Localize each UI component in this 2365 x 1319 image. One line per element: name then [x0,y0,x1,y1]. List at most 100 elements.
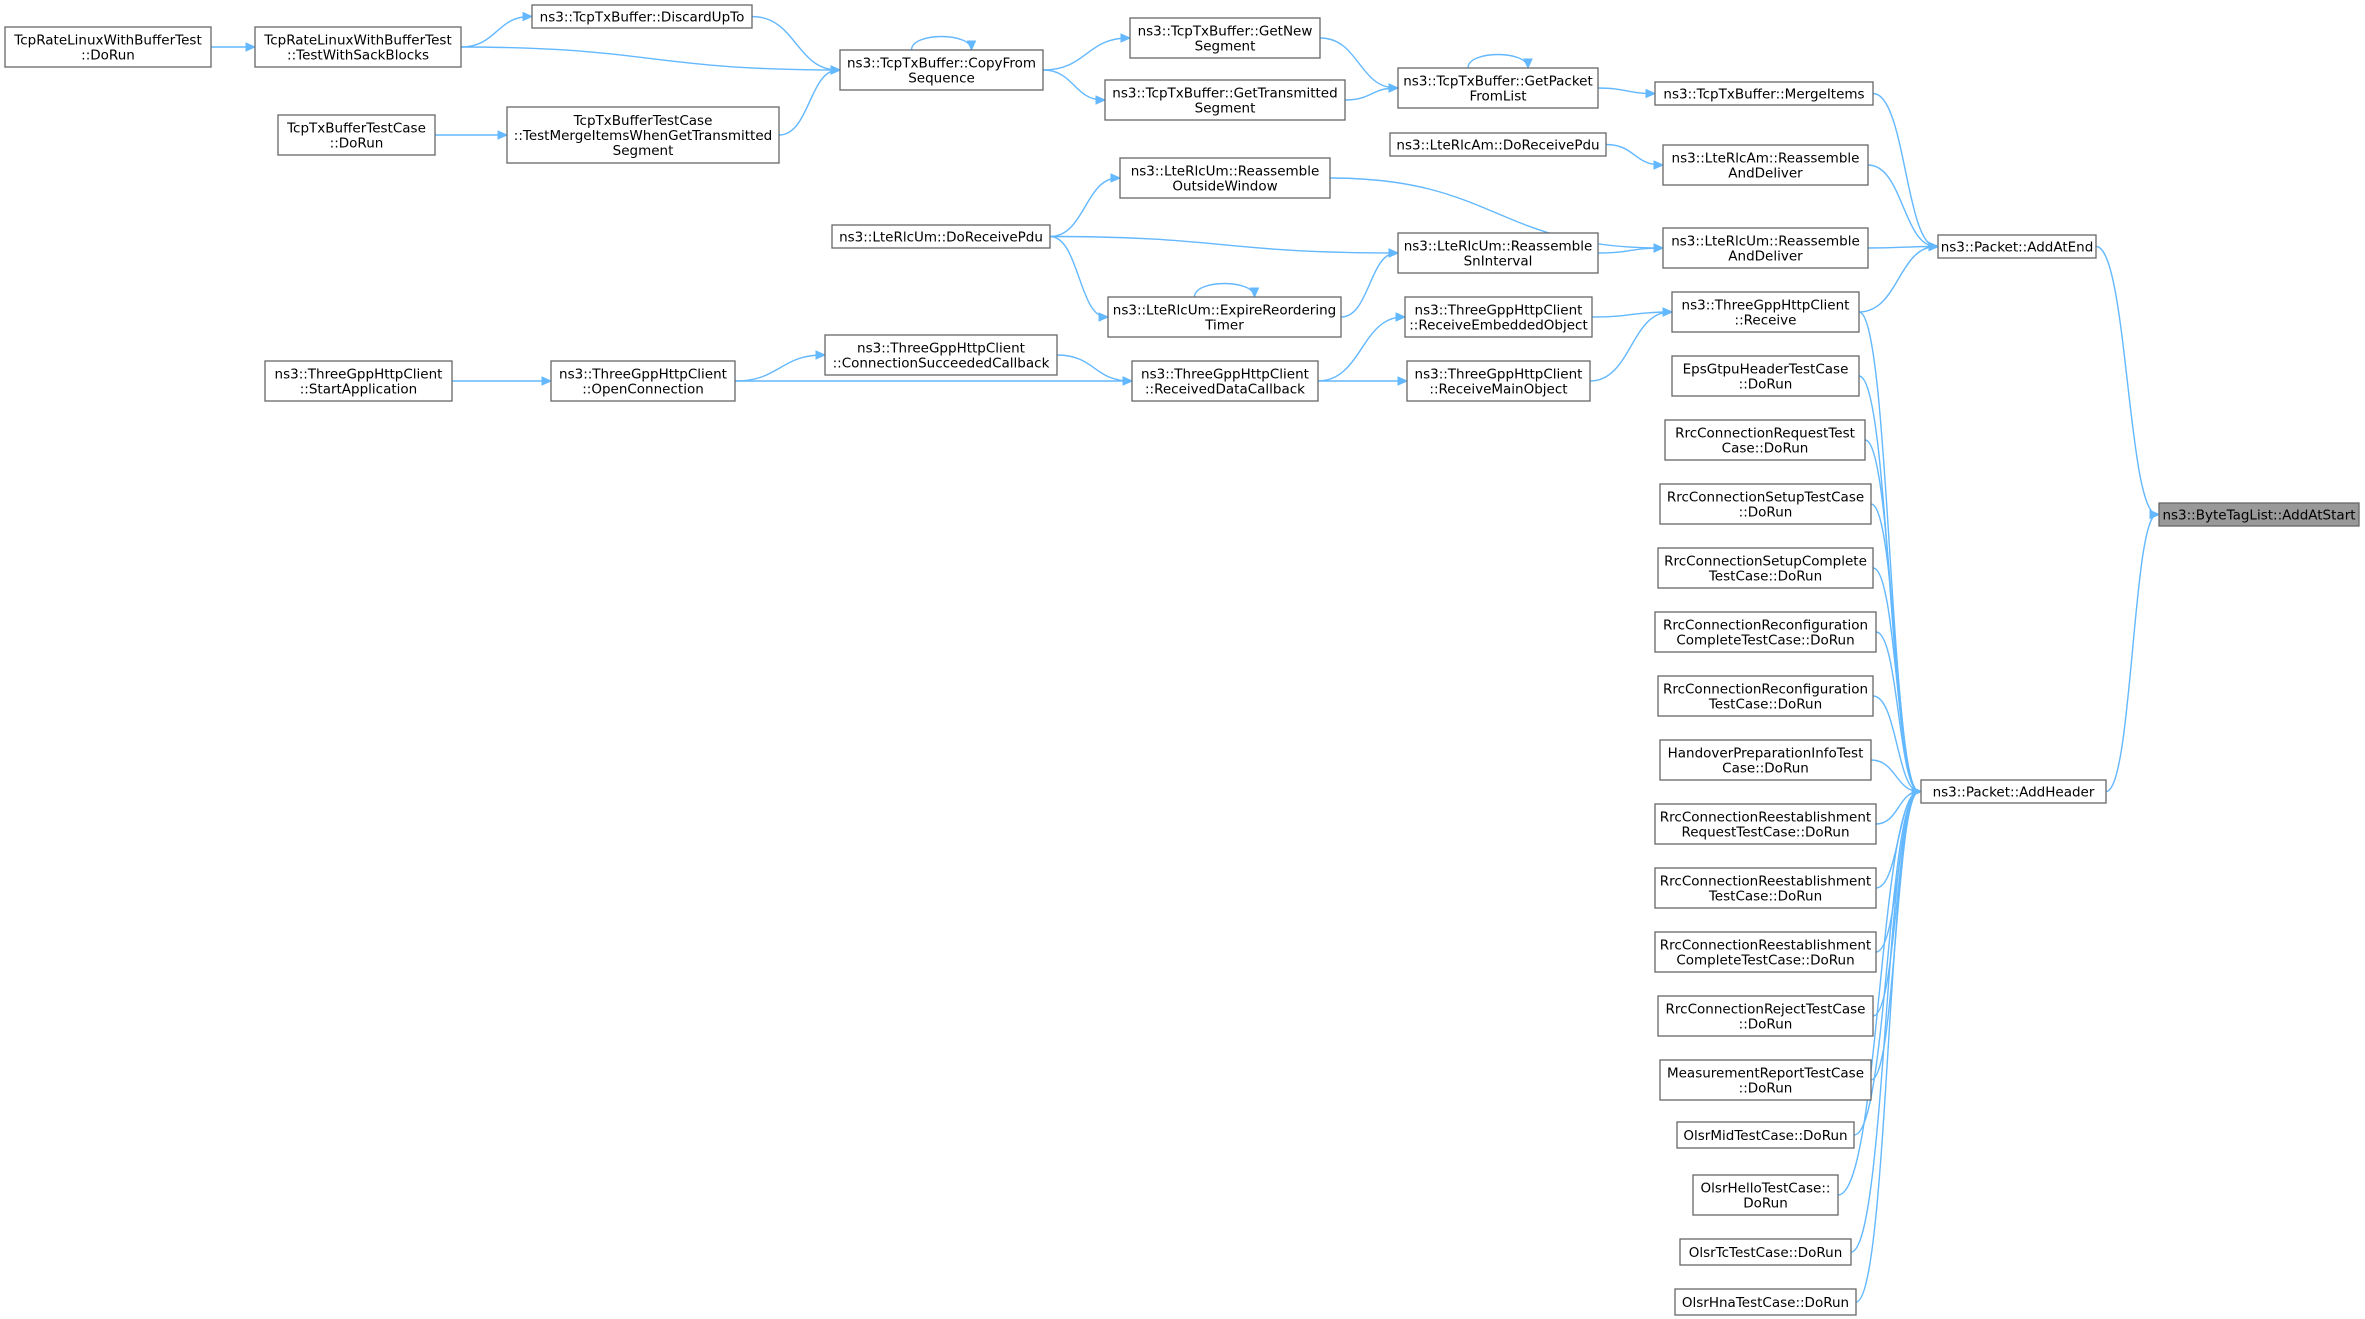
node-sack[interactable]: TcpRateLinuxWithBufferTest::TestWithSack… [254,26,462,68]
node-rrc_reest_req[interactable]: RrcConnectionReestablishmentRequestTestC… [1654,803,1877,845]
node-rrc_reconf_c[interactable]: RrcConnectionReconfigurationCompleteTest… [1654,611,1877,653]
node-http_recv[interactable]: ns3::ThreeGppHttpClient::Receive [1671,291,1860,333]
node-box [1659,1059,1872,1101]
node-label: ns3::ThreeGppHttpClient [1415,367,1583,383]
node-label: ::DoRun [1739,1081,1793,1097]
node-olsr_tc[interactable]: OlsrTcTestCase::DoRun [1679,1238,1852,1266]
node-recv_embedded[interactable]: ns3::ThreeGppHttpClient::ReceiveEmbedded… [1404,296,1593,338]
edge-copyfrom-to-getnew [1042,37,1129,71]
node-start_app[interactable]: ns3::ThreeGppHttpClient::StartApplicatio… [264,360,453,402]
node-label: ::DoRun [1739,377,1793,393]
node-box [1657,995,1874,1037]
node-rrc_setup[interactable]: RrcConnectionSetupTestCase::DoRun [1659,483,1872,525]
node-olsr_mid[interactable]: OlsrMidTestCase::DoRun [1676,1121,1855,1149]
node-label: ns3::TcpTxBuffer::GetTransmitted [1112,86,1337,102]
node-rrc_reest[interactable]: RrcConnectionReestablishmentTestCase::Do… [1654,867,1877,909]
node-recv_main[interactable]: ns3::ThreeGppHttpClient::ReceiveMainObje… [1406,360,1591,402]
node-rrc_reject[interactable]: RrcConnectionRejectTestCase::DoRun [1657,995,1874,1037]
nodes-layer: ns3::ByteTagList::AddAtStartns3::Packet:… [4,4,2360,1316]
node-eps[interactable]: EpsGtpuHeaderTestCase::DoRun [1671,355,1860,397]
node-addheader[interactable]: ns3::Packet::AddHeader [1920,779,2107,804]
node-label: EpsGtpuHeaderTestCase [1683,362,1849,378]
node-box [1389,132,1607,157]
node-open_conn[interactable]: ns3::ThreeGppHttpClient::OpenConnection [550,360,736,402]
node-box [264,360,453,402]
edge-arrow [1911,786,1923,797]
edge-copyfrom-to-gettrans [1042,69,1104,101]
node-label: TcpRateLinuxWithBufferTest [13,33,201,49]
edge-arrow [1122,376,1134,386]
edge-recv_main-to-http_recv [1589,311,1671,382]
edge-arrow [1110,173,1122,183]
node-label: RrcConnectionReestablishment [1660,810,1871,826]
node-label: ns3::LteRlcUm::ExpireReordering [1113,303,1336,319]
edge-addheader-to-bytetag [2105,513,2158,793]
node-box [1692,1174,1839,1216]
node-discardupto[interactable]: ns3::TcpTxBuffer::DiscardUpTo [531,4,753,29]
node-label: ::StartApplication [300,382,418,398]
edge-http_recv-to-addatend [1858,245,1937,313]
edge-merge_test-to-copyfrom [778,69,839,136]
edge-arrow [2149,509,2161,520]
node-addatend[interactable]: ns3::Packet::AddAtEnd [1937,234,2097,259]
node-box [550,360,736,402]
node-merge_test[interactable]: TcpTxBufferTestCase::TestMergeItemsWhenG… [506,106,780,164]
node-label: TcpTxBufferTestCase [286,121,426,137]
node-label: TcpTxBufferTestCase [573,113,713,129]
node-label: Case::DoRun [1722,761,1809,777]
node-box [1131,360,1319,402]
node-rrc_reconf[interactable]: RrcConnectionReconfigurationTestCase::Do… [1657,675,1874,717]
node-mergeitems[interactable]: ns3::TcpTxBuffer::MergeItems [1654,81,1874,106]
node-meas[interactable]: MeasurementReportTestCase::DoRun [1659,1059,1872,1101]
node-box [1664,419,1866,461]
node-olsr_hello[interactable]: OlsrHelloTestCase::DoRun [1692,1174,1839,1216]
node-box [1676,1121,1855,1149]
edge-um_outside-to-um_reasm [1329,177,1662,249]
edge-self-getpacket [1467,53,1529,69]
edge-mergeitems-to-addatend [1872,92,1937,248]
node-conn_succ[interactable]: ns3::ThreeGppHttpClient::ConnectionSucce… [824,334,1058,376]
node-box [1107,296,1342,338]
edge-arrow [815,350,827,360]
node-label: Timer [1204,318,1244,334]
node-rrc_setup_c[interactable]: RrcConnectionSetupCompleteTestCase::DoRu… [1657,547,1874,589]
edge-rrc_reconf_c-to-addheader [1875,631,1920,793]
node-box [1654,803,1877,845]
edge-rrc_setup-to-addheader [1870,503,1920,793]
node-rrc_reest_c[interactable]: RrcConnectionReestablishmentCompleteTest… [1654,931,1877,973]
node-label: RrcConnectionSetupComplete [1664,554,1867,570]
node-olsr_hna[interactable]: OlsrHnaTestCase::DoRun [1674,1288,1857,1316]
node-um_dorecv[interactable]: ns3::LteRlcUm::DoReceivePdu [831,224,1051,249]
edge-getnew-to-getpacket [1319,37,1397,89]
edge-self-um_expire [1193,282,1256,298]
node-box [2158,502,2360,527]
edge-am_reasm-to-addatend [1867,164,1937,248]
node-txbuf_dorun[interactable]: TcpTxBufferTestCase::DoRun [277,114,436,156]
edge-arrow [1249,287,1260,299]
node-label: TestCase::DoRun [1708,889,1822,905]
node-rate_dorun[interactable]: TcpRateLinuxWithBufferTest::DoRun [4,26,212,68]
edge-arrow [1653,160,1665,170]
edge-arrow [1928,241,1940,252]
node-label: ::OpenConnection [582,382,704,398]
node-label: RrcConnectionSetupTestCase [1667,490,1864,506]
node-recv_data_cb[interactable]: ns3::ThreeGppHttpClient::ReceivedDataCal… [1131,360,1319,402]
node-bytetag[interactable]: ns3::ByteTagList::AddAtStart [2158,502,2360,527]
node-am_dorecv[interactable]: ns3::LteRlcAm::DoReceivePdu [1389,132,1607,157]
edge-arrow [245,42,257,52]
edge-arrow [1388,83,1400,93]
node-label: DoRun [1743,1196,1788,1212]
node-label: ns3::ThreeGppHttpClient [1141,367,1309,383]
node-label: ns3::TcpTxBuffer::MergeItems [1663,87,1864,103]
